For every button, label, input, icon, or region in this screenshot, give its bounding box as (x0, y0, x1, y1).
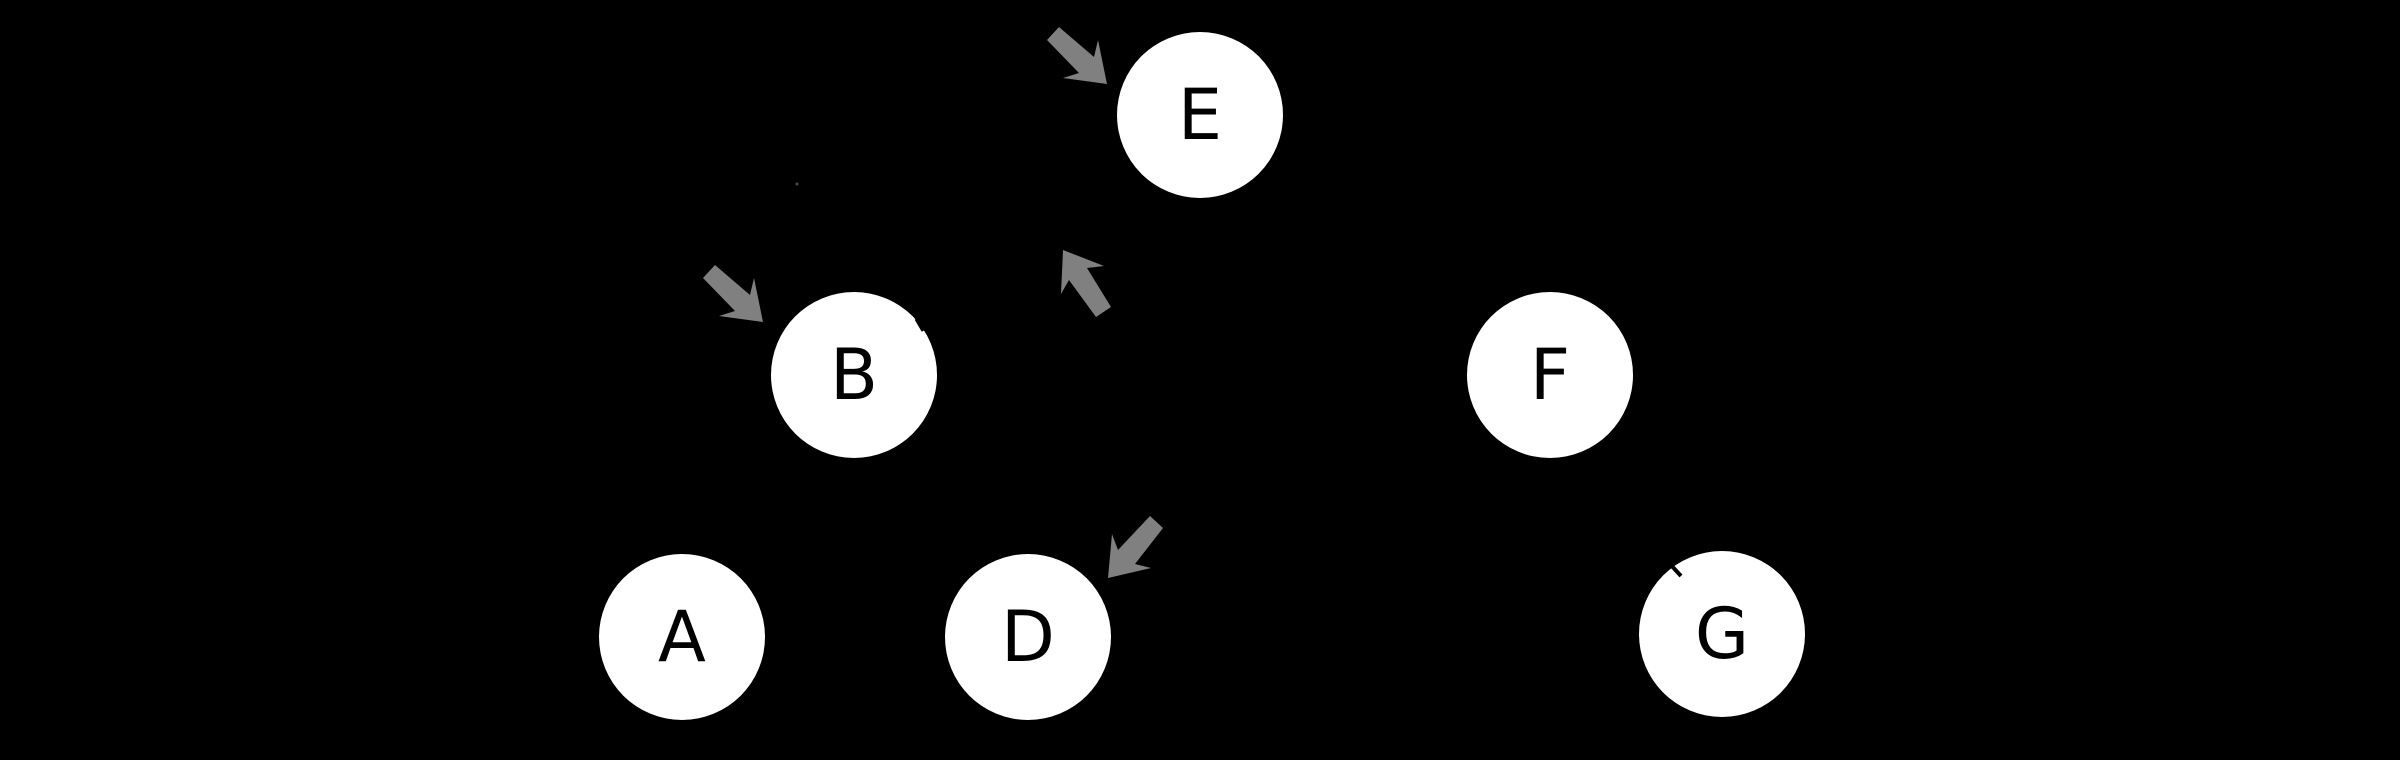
speck (795, 182, 799, 186)
node-D (945, 554, 1111, 720)
node-A (599, 554, 765, 720)
node-label-F: F (1530, 334, 1570, 416)
node-G (1639, 551, 1805, 717)
arrowhead-midair-up-left (1061, 250, 1111, 317)
edge-stub-on-G (1668, 562, 1683, 578)
node-label-B: B (830, 334, 878, 416)
node-label-G: G (1695, 593, 1749, 675)
arrowhead-into-D (1108, 516, 1163, 578)
node-label-D: D (1001, 596, 1055, 678)
node-label-A: A (658, 596, 706, 678)
node-F (1467, 292, 1633, 458)
node-B (771, 292, 937, 458)
node-E (1117, 32, 1283, 198)
edge-stub-on-B (914, 318, 925, 332)
node-label-E: E (1178, 74, 1222, 156)
arrowhead-into-B (703, 265, 763, 322)
arrowhead-into-E (1047, 27, 1107, 84)
